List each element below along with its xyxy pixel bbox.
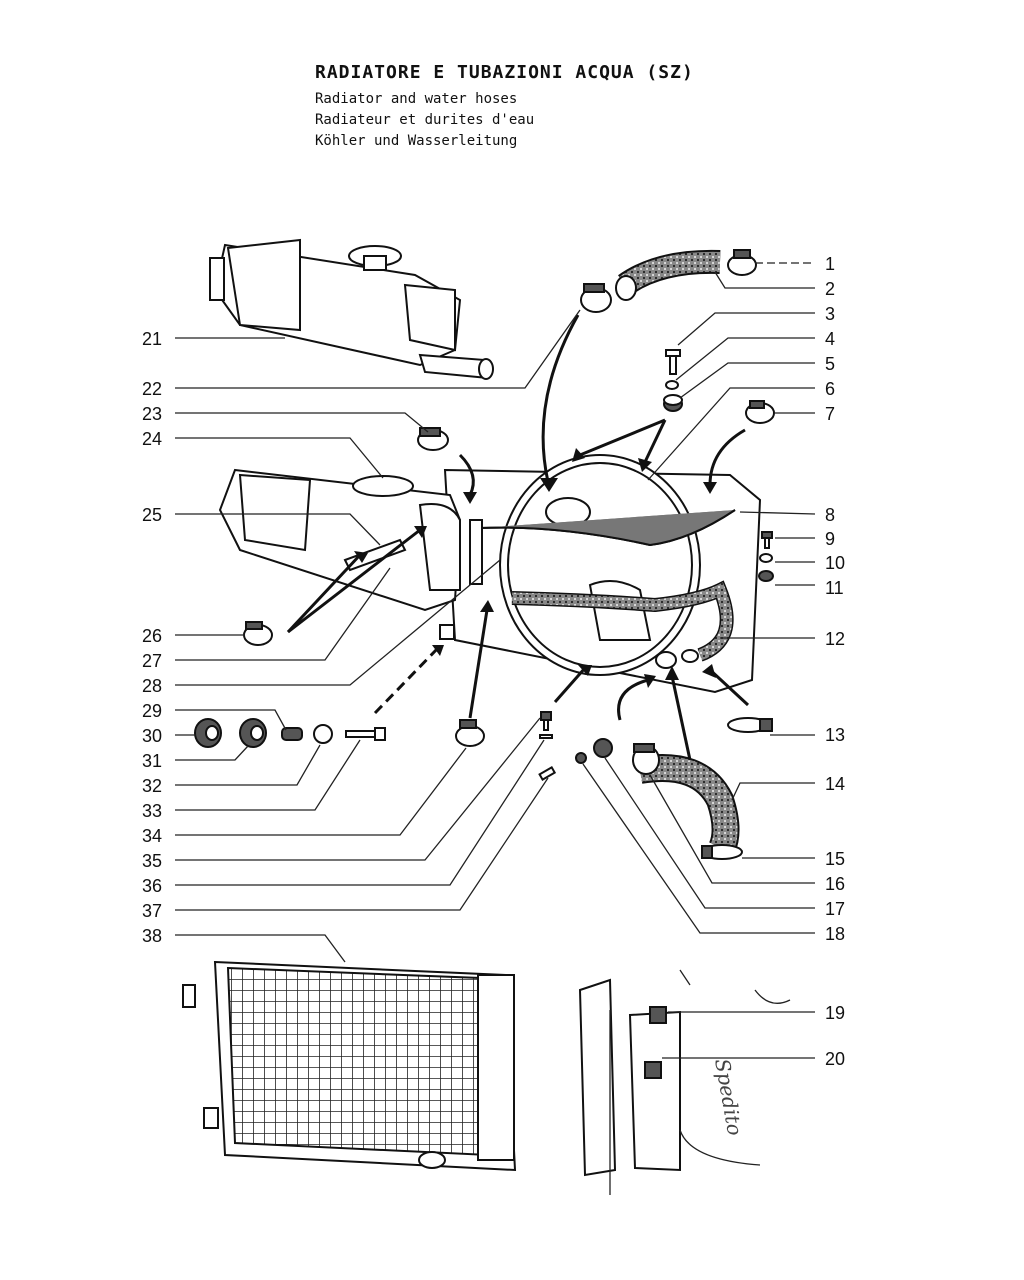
expansion-tank-part-21: [209, 238, 494, 380]
callout-5: 5: [825, 354, 835, 374]
callout-11: 11: [825, 578, 844, 598]
title-french: Radiateur et durites d'eau: [315, 112, 535, 128]
callout-29: 29: [142, 701, 162, 721]
leader-lines-left: [175, 309, 581, 963]
inset-detail-view: Spedito: [578, 969, 791, 1195]
callout-27: 27: [142, 651, 162, 671]
callout-9: 9: [825, 529, 835, 549]
hose-part-14: [637, 754, 740, 854]
washer-part-32: [313, 724, 333, 744]
callout-32: 32: [142, 776, 162, 796]
callout-21: 21: [142, 329, 162, 349]
rubber-bush-part-31: [239, 718, 267, 748]
page-title: RADIATORE E TUBAZIONI ACQUA (SZ): [315, 62, 694, 83]
radiator-shroud-assembly: [443, 454, 762, 694]
nut-part-11: [758, 570, 774, 582]
callout-4: 4: [825, 329, 835, 349]
callout-31: 31: [142, 751, 162, 771]
spacer-part-17: [593, 738, 613, 758]
callout-20: 20: [825, 1049, 845, 1069]
callout-2: 2: [825, 279, 835, 299]
washer-part-36: [539, 734, 553, 739]
callout-38: 38: [142, 926, 162, 946]
clamp-part-22: [580, 283, 612, 313]
bolt-part-33: [345, 727, 386, 741]
callout-13: 13: [825, 725, 845, 745]
spacer-part-5: [663, 394, 683, 412]
callout-10: 10: [825, 553, 845, 573]
callout-17: 17: [825, 899, 845, 919]
assembly-arrows: [286, 314, 750, 761]
callout-1: 1: [825, 254, 835, 274]
callouts-right: 1 2 3 4 5 6 7 8 9 10 11 12 13 14 15 16 1…: [825, 254, 845, 1069]
bolt-part-37: [538, 766, 557, 781]
washer-part-10: [759, 553, 773, 563]
callout-6: 6: [825, 379, 835, 399]
screw-part-3: [665, 349, 681, 375]
title-block: RADIATORE E TUBAZIONI ACQUA (SZ) Radiato…: [315, 62, 694, 152]
callout-28: 28: [142, 676, 162, 696]
radiator-core-part-38: [182, 960, 517, 1172]
callout-25: 25: [142, 505, 162, 525]
callout-24: 24: [142, 429, 162, 449]
title-german: Köhler und Wasserleitung: [315, 133, 518, 149]
callout-34: 34: [142, 826, 162, 846]
callout-19: 19: [825, 1003, 845, 1023]
hose-part-2: [615, 249, 721, 301]
callout-8: 8: [825, 505, 835, 525]
bracket-part-28: [439, 624, 455, 640]
clamp-part-1: [727, 249, 757, 276]
bolt-part-35: [540, 711, 552, 731]
clamp-part-15: [701, 844, 743, 860]
callouts-left: 21 22 23 24 25 26 27 28 29 30 31 32 33 3…: [142, 329, 162, 946]
rubber-bush-part-30: [194, 718, 222, 748]
callout-23: 23: [142, 404, 162, 424]
callout-36: 36: [142, 876, 162, 896]
washer-part-4: [665, 380, 679, 390]
clamp-part-23: [417, 427, 449, 451]
callout-30: 30: [142, 726, 162, 746]
clamp-part-26: [243, 621, 273, 646]
callout-18: 18: [825, 924, 845, 944]
callout-33: 33: [142, 801, 162, 821]
clamp-part-16: [632, 743, 660, 775]
header-tank-part-24: [218, 468, 483, 612]
callout-35: 35: [142, 851, 162, 871]
callout-12: 12: [825, 629, 845, 649]
callout-15: 15: [825, 849, 845, 869]
clamp-part-13: [727, 717, 773, 733]
callout-14: 14: [825, 774, 845, 794]
callout-37: 37: [142, 901, 162, 921]
clamp-part-34: [455, 719, 485, 747]
spacer-tube-part-29: [281, 727, 303, 741]
nut-part-18: [575, 752, 587, 764]
callout-16: 16: [825, 874, 845, 894]
callout-22: 22: [142, 379, 162, 399]
inset-script-text: Spedito: [710, 1057, 747, 1138]
callout-3: 3: [825, 304, 835, 324]
leader-lines-right: [582, 262, 816, 1059]
callout-7: 7: [825, 404, 835, 424]
title-english: Radiator and water hoses: [315, 91, 518, 107]
bolt-part-9: [761, 531, 773, 549]
callout-26: 26: [142, 626, 162, 646]
clamp-part-7: [745, 400, 775, 424]
